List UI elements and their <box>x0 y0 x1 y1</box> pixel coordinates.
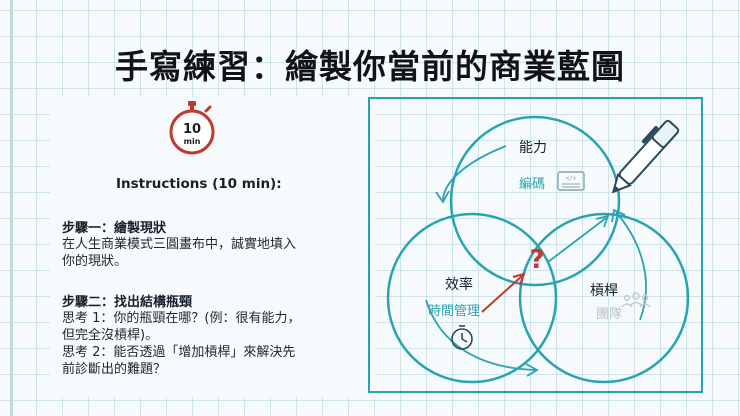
step2-heading: 步驟二：找出結構瓶頸 <box>62 295 193 310</box>
diagram-frame <box>368 97 703 393</box>
timer-number: 10 <box>183 122 201 137</box>
cycle-arrows <box>425 145 647 377</box>
step2-line: 思考 2：能否透過「增加槓桿」來解決先 <box>62 345 296 360</box>
step1-line: 在人生商業模式三圓畫布中，誠實地填入 <box>62 237 297 252</box>
center-question: ? <box>481 214 610 313</box>
page-title: 手寫練習：繪製你當前的商業藍圖 <box>115 47 625 86</box>
timer-unit: min <box>184 137 201 146</box>
question-mark: ? <box>529 245 544 275</box>
step1-line: 你的現狀。 <box>62 254 128 269</box>
circle-top-label: 能力 <box>519 140 547 156</box>
pen-icon <box>611 119 680 194</box>
pointer-arrow <box>547 217 607 263</box>
clock-icon <box>451 325 473 350</box>
step2-text: 思考 1：你的瓶頸在哪？(例：很有能力， 但完全沒槓桿)。 思考 2：能否透過「… <box>62 310 362 378</box>
step2-line: 但完全沒槓桿)。 <box>62 328 159 343</box>
svg-text:</>: </> <box>566 175 577 182</box>
circle-top-sublabel: 編碼 <box>519 177 546 192</box>
keyboard-icon: </> <box>557 171 585 191</box>
instructions-title: Instructions (10 min): <box>116 176 282 192</box>
step1-heading: 步驟一：繪製現狀 <box>62 221 167 236</box>
circle-left <box>386 212 558 384</box>
circle-left-sublabel: 時間管理 <box>428 304 481 319</box>
step2-line: 思考 1：你的瓶頸在哪？(例：很有能力， <box>62 311 301 326</box>
circle-right-label: 槓桿 <box>590 283 618 299</box>
stopwatch-icon: 10 min <box>169 101 215 155</box>
step2-line: 前診斷出的難題？ <box>62 362 167 377</box>
instructions-panel: 10 min Instructions (10 min): 步驟一：繪製現狀 在… <box>50 97 375 397</box>
step1-text: 在人生商業模式三圓畫布中，誠實地填入 你的現狀。 <box>62 236 362 270</box>
people-icon <box>621 292 651 308</box>
circle-top <box>449 115 621 287</box>
circle-right-sublabel: 團隊 <box>596 307 623 322</box>
left-edge-bar <box>10 0 13 416</box>
circle-right <box>518 212 690 384</box>
circle-left-label: 效率 <box>445 277 473 293</box>
